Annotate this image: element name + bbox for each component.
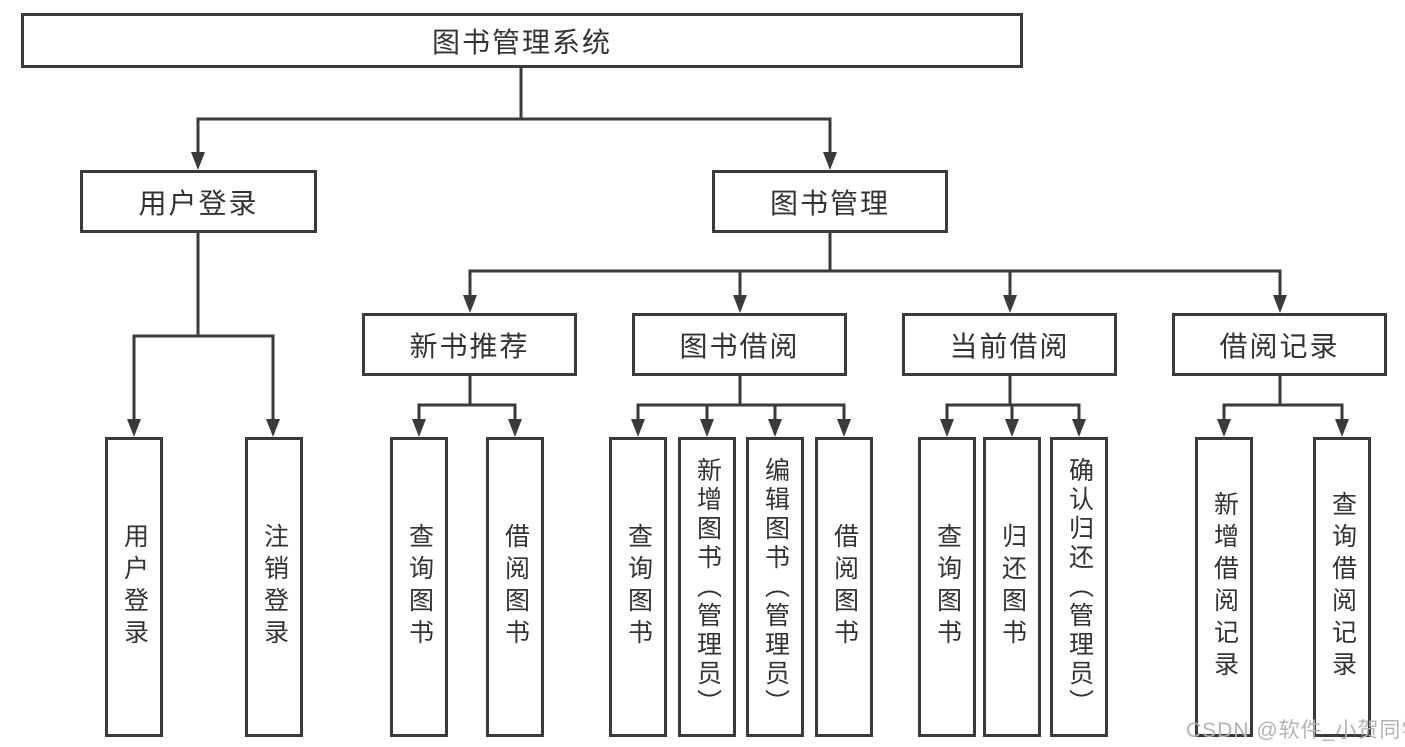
node-label: 查询图书 [405, 523, 434, 651]
node-label: 借阅记录 [1219, 330, 1340, 362]
node-new-book-recommendation: 新书推荐 [362, 313, 577, 376]
node-label: 新增图书（管理员） [693, 456, 722, 718]
node-label: 新增借阅记录 [1210, 491, 1239, 683]
node-library-management-system: 图书管理系统 [21, 13, 1023, 68]
node-label: 当前借阅 [949, 330, 1070, 362]
node-label: 新书推荐 [409, 330, 530, 362]
node-label: 图书管理 [769, 187, 890, 219]
node-label: 借阅图书 [830, 523, 859, 651]
connector-root-to-level2 [191, 66, 837, 170]
connector-current-borrowing-children [940, 374, 1086, 437]
node-leaf-confirm-return-admin: 确认归还（管理员） [1050, 437, 1108, 737]
node-label: 注销登录 [260, 523, 289, 651]
node-label: 查询图书 [624, 523, 653, 651]
node-book-management: 图书管理 [712, 170, 948, 233]
node-leaf-add-book-admin: 新增图书（管理员） [678, 437, 736, 737]
connector-user-login-children [127, 231, 280, 437]
node-borrowing-records: 借阅记录 [1172, 313, 1387, 376]
node-leaf-borrow-books: 借阅图书 [815, 437, 873, 737]
node-leaf-borrow-books-recommend: 借阅图书 [486, 437, 544, 737]
node-leaf-query-books-recommend: 查询图书 [390, 437, 448, 737]
node-leaf-return-books: 归还图书 [983, 437, 1041, 737]
node-leaf-query-books-current: 查询图书 [918, 437, 976, 737]
connector-new-book-children [412, 374, 522, 437]
node-label: 用户登录 [120, 523, 149, 651]
node-leaf-edit-book-admin: 编辑图书（管理员） [746, 437, 804, 737]
node-leaf-query-borrow-record: 查询借阅记录 [1313, 437, 1371, 737]
node-label: 图书借阅 [679, 330, 800, 362]
node-leaf-query-books-borrow: 查询图书 [609, 437, 667, 737]
node-book-borrowing: 图书借阅 [632, 313, 847, 376]
node-current-borrowing: 当前借阅 [902, 313, 1117, 376]
connector-borrowing-records-children [1217, 374, 1349, 437]
node-user-login: 用户登录 [80, 170, 317, 233]
node-leaf-logout: 注销登录 [245, 437, 303, 737]
node-label: 归还图书 [998, 523, 1027, 651]
node-label: 用户登录 [138, 187, 259, 219]
node-label: 查询借阅记录 [1328, 491, 1357, 683]
node-label: 查询图书 [933, 523, 962, 651]
node-leaf-user-login: 用户登录 [105, 437, 163, 737]
node-label: 图书管理系统 [431, 26, 612, 58]
node-label: 借阅图书 [501, 523, 530, 651]
connector-book-borrowing-children [631, 374, 851, 437]
connector-book-management-children [463, 231, 1287, 313]
csdn-watermark: CSDN @软件_小贺同学 [1186, 719, 1405, 742]
node-label: 确认归还（管理员） [1065, 456, 1094, 718]
node-leaf-add-borrow-record: 新增借阅记录 [1195, 437, 1253, 737]
node-label: 编辑图书（管理员） [761, 456, 790, 718]
